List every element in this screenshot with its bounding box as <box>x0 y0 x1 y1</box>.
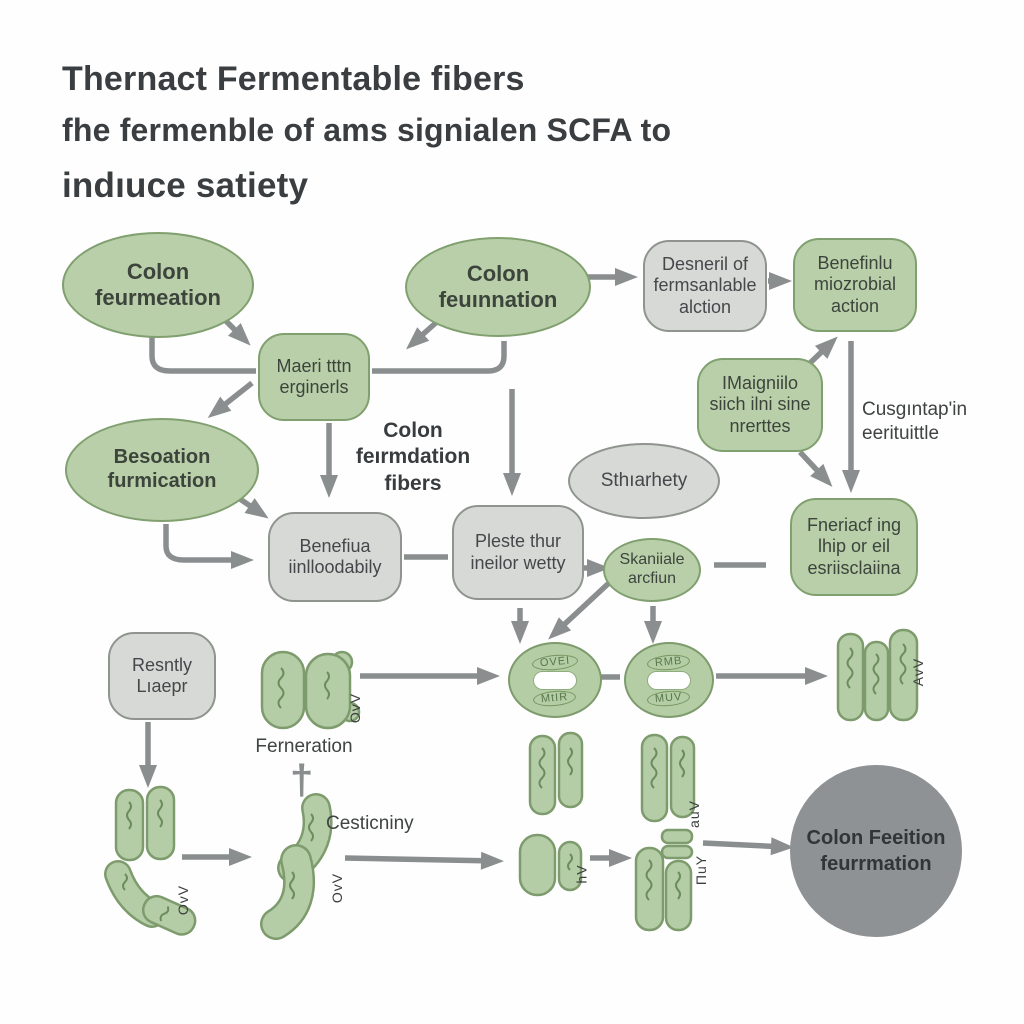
node-imaigniilo: IMaigniilo siich ilni sine nrerttes <box>697 358 823 452</box>
title-line-1: Thernact Fermentable fibers <box>62 60 525 98</box>
node-pleste: Pleste thur ineilor wetty <box>452 505 584 600</box>
node-resntly: Resntly Lıaepr <box>108 632 216 720</box>
vlabel-cesticniny-pair: OvV <box>329 872 346 904</box>
bacteria-group-bottom-left <box>104 785 197 936</box>
bacteria-group-upper-pills <box>528 731 696 823</box>
cell-oval-2-bottom-label: MUV <box>646 688 692 708</box>
cell-oval-2-hole <box>647 670 691 690</box>
node-sthiarhety: Sthıarhety <box>568 443 720 519</box>
node-fneriacfing: Fneriacf ing lhip or eil esriisclaiina <box>790 498 918 596</box>
node-benefiua: Benefiua iinlloodabily <box>268 512 402 602</box>
dagger-icon: † <box>290 756 314 803</box>
bacteria-group-cesticniny <box>260 793 333 940</box>
label-ferneration: Ferneration <box>255 736 353 757</box>
node-desneril: Desneril of fermsanlable alction <box>643 240 767 332</box>
cell-oval-1-hole <box>533 670 577 690</box>
bacteria-group-lower-pills <box>518 828 694 932</box>
node-maeri: Maeri tttn erginerls <box>258 333 370 421</box>
label-cesticniny: Cesticniny <box>326 813 414 834</box>
node-beneficial-microbial: Benefinlu miozrobial action <box>793 238 917 332</box>
cell-oval-2-top-label: RMB <box>646 652 692 672</box>
bacteria-group-ferneration <box>260 650 361 730</box>
node-skaniale: Skaniiale arcfiun <box>603 538 701 602</box>
bacteria-group-triple <box>836 628 919 722</box>
node-colon-feeition-circle: Colon Feeition feurrmation <box>790 765 962 937</box>
node-colon-fermentation-2: Colon feuınnation <box>405 237 591 337</box>
node-colon-fermentation-1: Colon feurmeation <box>62 232 254 338</box>
label-cusgintap: Cusgıntap'in eerituittle <box>862 399 968 444</box>
vlabel-lower-pair: hV <box>573 864 590 884</box>
vlabel-upper-pills: auV <box>685 800 702 828</box>
vlabel-bottom-left: OvV <box>175 884 192 916</box>
arrows-bottom <box>139 667 828 870</box>
vlabel-triple: AvV <box>910 657 927 687</box>
cell-oval-1-bottom-label: MtIR <box>532 688 578 708</box>
node-besoation: Besoation furmication <box>65 418 259 522</box>
vlabel-ferneration-pair: OvV <box>347 692 364 724</box>
cell-oval-1-top-label: OVEI <box>531 652 579 672</box>
cell-oval-2: RMB MUV <box>624 642 714 718</box>
title-line-3: indıuce satiety <box>62 166 309 205</box>
cell-oval-1: OVEI MtIR <box>508 642 602 718</box>
label-colon-fibers: Colon feırmdation fibers <box>355 419 471 495</box>
vlabel-lower-group: ΠuY <box>693 854 710 886</box>
title-line-2: fhe fermenble of ams signialen SCFA to <box>62 112 672 148</box>
